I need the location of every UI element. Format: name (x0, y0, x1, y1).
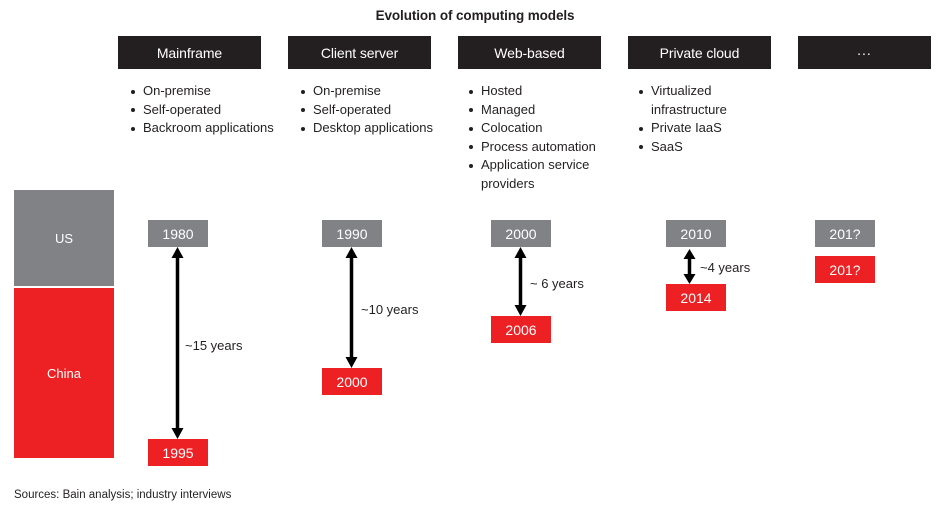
year-box-us-mainframe: 1980 (148, 220, 208, 247)
legend-block-china: China (14, 288, 114, 458)
bullet-dot-icon (639, 126, 643, 131)
list-item-label: Application service providers (481, 157, 590, 191)
list-item-label: Hosted (481, 83, 523, 98)
list-item-label: On-premise (143, 83, 211, 98)
bullet-dot-icon (469, 126, 473, 131)
list-item: On-premise (300, 82, 460, 101)
list-item: Colocation (468, 119, 608, 138)
bullet-list-web-based: Hosted Managed Colocation Process automa… (468, 82, 608, 193)
list-item: Process automation (468, 138, 608, 157)
list-item-label: Managed (481, 101, 536, 117)
list-item-label: Desktop applications (313, 120, 433, 135)
list-item: Backroom applications (130, 119, 280, 138)
year-box-china-web-based: 2006 (491, 316, 551, 343)
bullet-dot-icon (131, 108, 135, 112)
gap-arrow-private-cloud (683, 249, 696, 284)
gap-label-private-cloud: ~4 years (700, 260, 751, 275)
list-item: Application service providers (468, 156, 608, 193)
list-item-label: Self-operated (313, 101, 392, 117)
legend-block-us: US (14, 190, 114, 286)
list-item-label: Backroom applications (143, 120, 274, 135)
column-header-private-cloud: Private cloud (628, 36, 771, 69)
year-box-us-web-based: 2000 (491, 220, 551, 247)
bullet-list-mainframe: On-premise Self-operated Backroom applic… (130, 82, 280, 138)
year-box-china-future: 201? (815, 256, 875, 283)
bullet-dot-icon (301, 126, 305, 131)
bullet-dot-icon (131, 89, 135, 94)
source-note: Sources: Bain analysis; industry intervi… (14, 489, 232, 501)
list-item: Managed (468, 101, 608, 120)
year-box-china-private-cloud: 2014 (666, 284, 726, 311)
year-box-china-mainframe: 1995 (148, 439, 208, 466)
list-item-label: Virtualized infrastructure (651, 83, 727, 117)
year-box-us-private-cloud: 2010 (666, 220, 726, 247)
year-box-us-client-server: 1990 (322, 220, 382, 247)
list-item-label: On-premise (313, 83, 381, 98)
bullet-dot-icon (469, 163, 473, 168)
year-box-china-client-server: 2000 (322, 368, 382, 395)
gap-label-mainframe: ~15 years (185, 338, 243, 353)
gap-label-client-server: ~10 years (361, 302, 419, 317)
list-item-label: Private IaaS (651, 120, 722, 135)
legend-label-china: China (47, 365, 81, 381)
list-item-label: SaaS (651, 138, 683, 154)
list-item: Virtualized infrastructure (638, 82, 768, 119)
column-header-web-based: Web-based (458, 36, 601, 69)
bullet-dot-icon (469, 89, 473, 94)
bullet-dot-icon (301, 89, 305, 94)
list-item: On-premise (130, 82, 280, 101)
column-header-future: ... (798, 36, 931, 69)
gap-arrow-mainframe (171, 247, 184, 439)
bullet-list-private-cloud: Virtualized infrastructure Private IaaS … (638, 82, 768, 156)
gap-arrow-client-server (345, 247, 358, 368)
bullet-dot-icon (131, 126, 135, 131)
bullet-dot-icon (301, 108, 305, 112)
column-header-mainframe: Mainframe (118, 36, 261, 69)
bullet-dot-icon (639, 145, 643, 149)
list-item-label: Colocation (481, 120, 543, 135)
list-item: Desktop applications (300, 119, 460, 138)
list-item: Private IaaS (638, 119, 768, 138)
list-item-label: Process automation (481, 138, 596, 154)
year-box-us-future: 201? (815, 220, 875, 247)
gap-arrow-web-based (514, 247, 527, 316)
list-item: Self-operated (130, 101, 280, 120)
list-item: Hosted (468, 82, 608, 101)
page-title: Evolution of computing models (375, 8, 575, 23)
bullet-list-client-server: On-premise Self-operated Desktop applica… (300, 82, 460, 138)
bullet-dot-icon (639, 89, 643, 94)
list-item-label: Self-operated (143, 101, 222, 117)
list-item: SaaS (638, 138, 768, 157)
column-header-client-server: Client server (288, 36, 431, 69)
bullet-dot-icon (469, 108, 473, 112)
legend-label-us: US (54, 230, 74, 246)
list-item: Self-operated (300, 101, 460, 120)
gap-label-web-based: ~ 6 years (530, 276, 584, 291)
bullet-dot-icon (469, 145, 473, 149)
